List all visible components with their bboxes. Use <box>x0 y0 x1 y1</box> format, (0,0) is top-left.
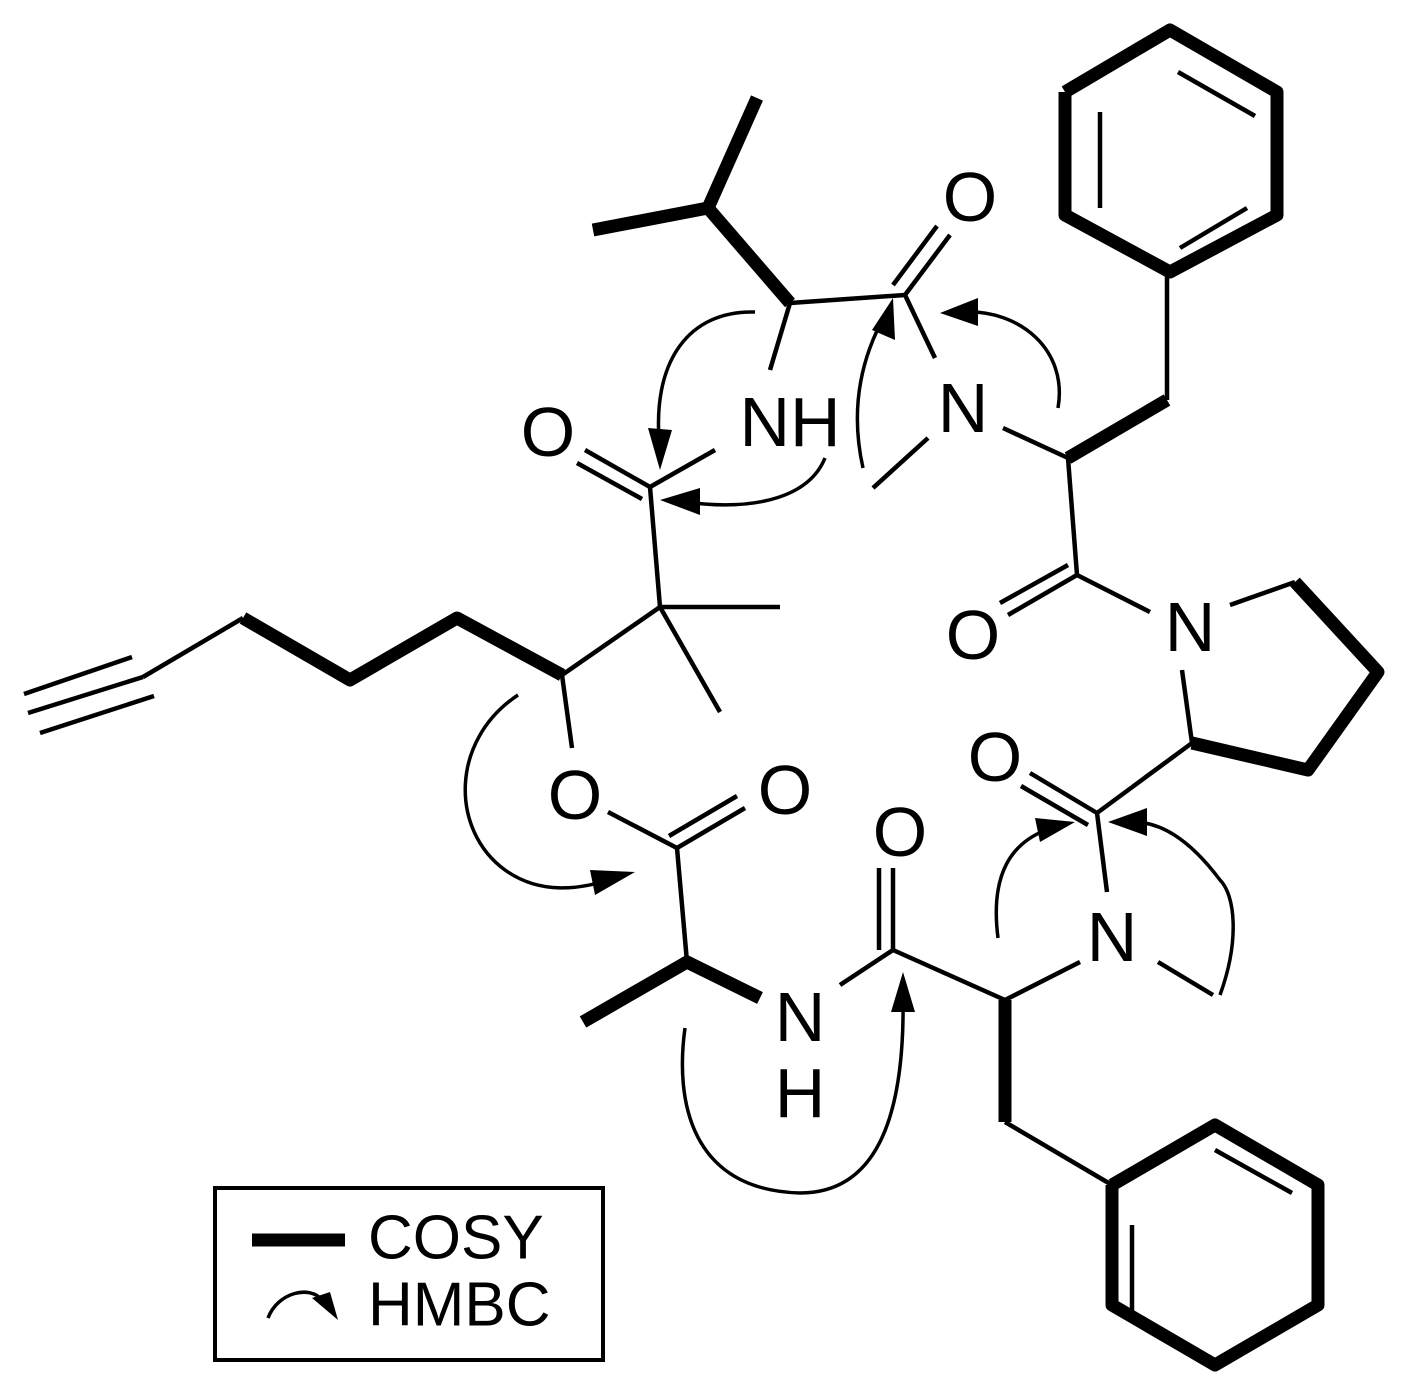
atom-nh-val: NH <box>739 383 840 461</box>
atom-o-phe2-carbonyl: O <box>873 793 927 871</box>
atom-o-proline-carbonyl: O <box>968 718 1022 796</box>
cosy-bonds <box>239 23 1385 1372</box>
legend-hmbc-label: HMBC <box>368 1271 551 1340</box>
atom-labels: O NH N O O N O O O O N N H <box>521 158 1216 1132</box>
atom-n-proline: N <box>1165 588 1216 666</box>
atom-o-ester: O <box>548 756 602 834</box>
legend: COSY HMBC <box>213 1186 605 1362</box>
atom-o-phe1-carbonyl: O <box>946 596 1000 674</box>
atom-o-left-carbonyl: O <box>521 393 575 471</box>
atom-n-ala: N <box>775 978 826 1056</box>
legend-hmbc-swatch <box>266 1290 338 1320</box>
atom-h-ala: H <box>775 1054 826 1132</box>
bonds <box>23 70 1296 1364</box>
atom-o-ala-carbonyl: O <box>758 751 812 829</box>
atom-n-methyl-1: N <box>938 369 989 447</box>
atom-o-val-carbonyl: O <box>943 158 997 236</box>
legend-box <box>213 1186 605 1362</box>
atom-n-methyl-2: N <box>1087 898 1138 976</box>
legend-cosy-label: COSY <box>368 1204 544 1273</box>
hmbc-arrows <box>463 298 1235 1195</box>
